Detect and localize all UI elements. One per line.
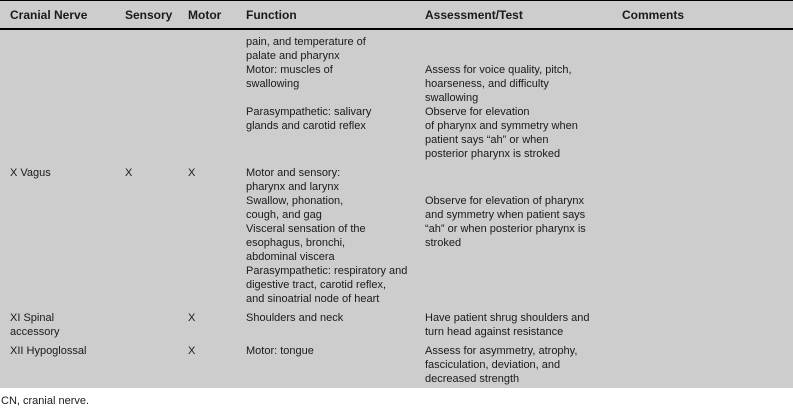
sensory-cell: X	[125, 167, 133, 179]
column-header-assessment-test: Assessment/Test	[425, 8, 523, 22]
sensory-cell	[115, 311, 178, 339]
comments-cell	[612, 35, 793, 161]
cranial-nerve-cell: X Vagus	[10, 167, 51, 179]
assessment-cell: Have patient shrug shoulders and turn he…	[425, 312, 590, 338]
function-cell: Motor and sensory: pharynx and larynx Sw…	[246, 167, 408, 305]
motor-cell	[178, 35, 236, 161]
column-header-sensory: Sensory	[125, 8, 173, 22]
table-header-row: Cranial Nerve Sensory Motor Function Ass…	[0, 1, 793, 30]
table-body: pain, and temperature of palate and phar…	[0, 30, 793, 388]
column-header-function: Function	[246, 8, 297, 22]
function-cell: Shoulders and neck	[246, 312, 344, 324]
table-row: XII Hypoglossal X Motor: tongue Assess f…	[0, 339, 793, 386]
footnote: CN, cranial nerve.	[1, 395, 90, 407]
column-header-comments: Comments	[622, 8, 685, 22]
column-header-cranial-nerve: Cranial Nerve	[10, 8, 88, 22]
motor-cell: X	[188, 312, 196, 324]
assessment-cell: Assess for asymmetry, atrophy, fascicula…	[425, 345, 578, 385]
assessment-cell: Observe for elevation of pharynx and sym…	[425, 195, 586, 249]
cranial-nerve-cell: XII Hypoglossal	[10, 345, 87, 357]
comments-cell	[612, 166, 793, 306]
sensory-cell	[115, 344, 178, 386]
cranial-nerve-cell	[0, 35, 115, 161]
table-row: XI Spinal accessory X Shoulders and neck…	[0, 306, 793, 339]
motor-cell: X	[188, 345, 196, 357]
sensory-cell	[115, 35, 178, 161]
cranial-nerve-table: Cranial Nerve Sensory Motor Function Ass…	[0, 0, 793, 388]
cranial-nerve-cell: XI Spinal accessory	[10, 312, 60, 338]
function-cell: Motor: tongue	[246, 345, 314, 357]
assessment-cell: Assess for voice quality, pitch, hoarsen…	[425, 64, 578, 160]
table-row: pain, and temperature of palate and phar…	[0, 30, 793, 161]
comments-cell	[612, 311, 793, 339]
comments-cell	[612, 344, 793, 386]
column-header-motor: Motor	[188, 8, 222, 22]
function-cell: pain, and temperature of palate and phar…	[246, 36, 372, 132]
table-row: X Vagus X X Motor and sensory: pharynx a…	[0, 161, 793, 306]
motor-cell: X	[188, 167, 196, 179]
